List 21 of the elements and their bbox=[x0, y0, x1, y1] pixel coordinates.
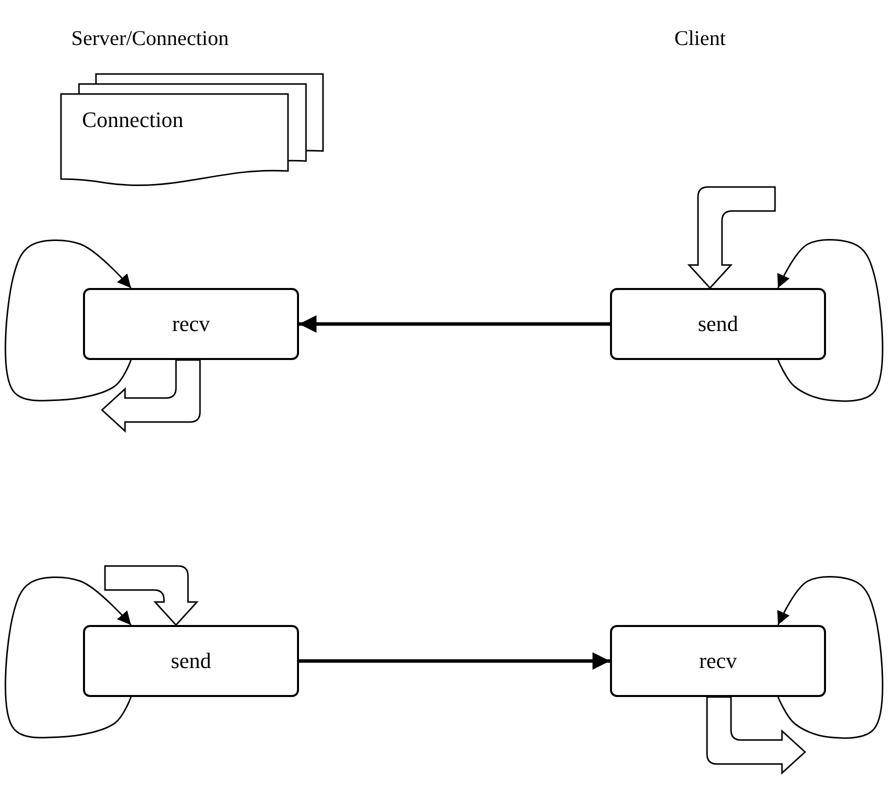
loop-arrow bbox=[777, 239, 884, 402]
process-box bbox=[83, 288, 299, 360]
node-label: Connection bbox=[82, 107, 184, 133]
process-box bbox=[610, 288, 826, 360]
loop-arrow bbox=[4, 240, 132, 402]
block-arrow bbox=[706, 696, 806, 774]
process-box bbox=[610, 625, 826, 697]
arrow bbox=[299, 652, 610, 670]
block-arrow bbox=[104, 565, 198, 626]
node-label: recv bbox=[172, 311, 210, 337]
arrow bbox=[299, 315, 610, 333]
node-label: recv bbox=[699, 648, 737, 674]
block-arrow bbox=[688, 186, 776, 289]
node-label: send bbox=[170, 648, 212, 674]
block-arrow bbox=[101, 359, 201, 432]
column-heading: Client bbox=[674, 26, 726, 51]
loop-arrow bbox=[777, 576, 884, 739]
loop-arrow bbox=[4, 576, 132, 738]
column-heading: Server/Connection bbox=[71, 26, 229, 51]
node-label: send bbox=[698, 311, 738, 337]
process-box bbox=[83, 625, 299, 697]
